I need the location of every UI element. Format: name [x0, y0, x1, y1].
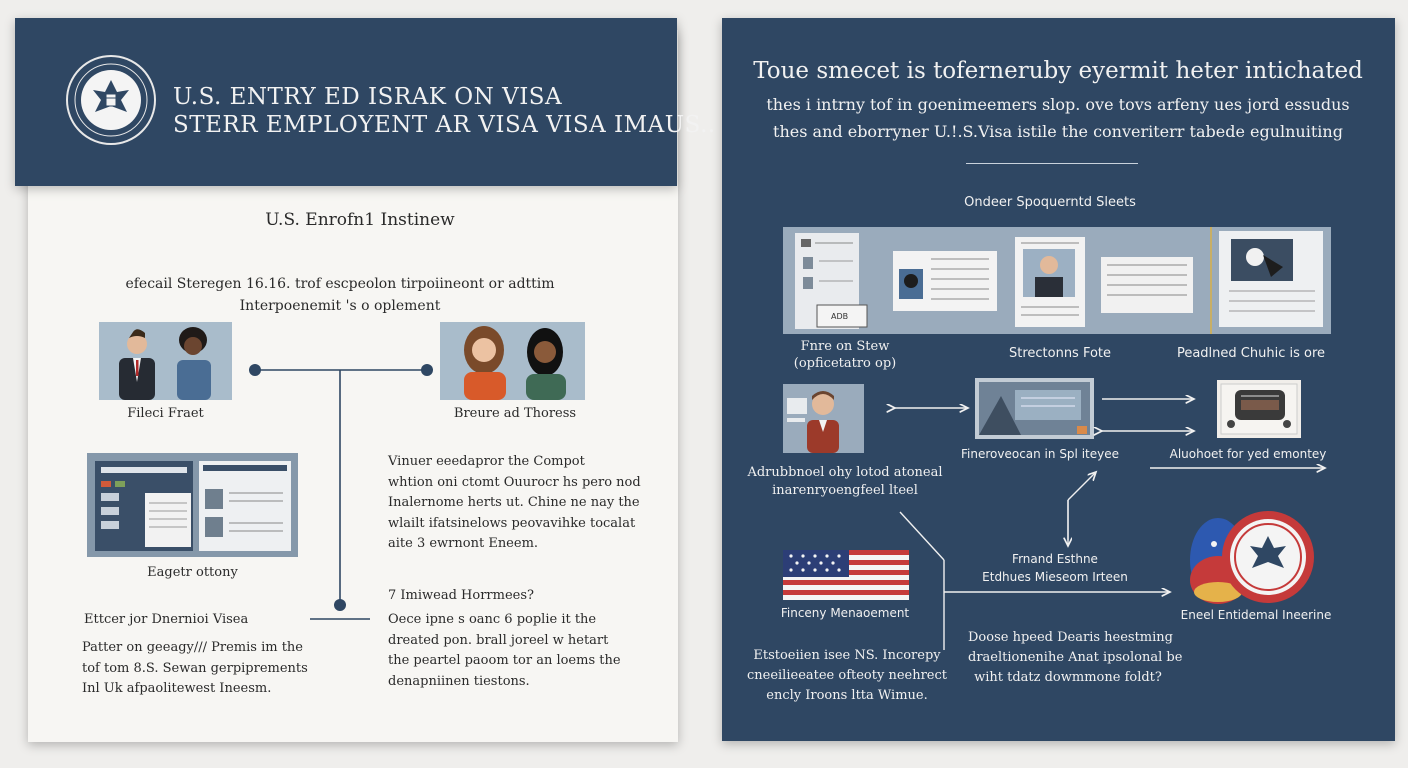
paragraph-line: tof tom 8.S. Sewan gerpiprements	[82, 660, 308, 676]
header-line-2: STERR EMPLOYENT AR VISA VISA IMAUS..	[173, 112, 716, 138]
person-label-2: inarenryoengfeel lteel	[772, 483, 918, 498]
document-screen-illustration	[87, 453, 298, 557]
paragraph-line: Vinuer eeedapror the Compot	[388, 454, 585, 469]
right-subtitle-1: thes i intrny tof in goenimeemers slop. …	[766, 95, 1350, 114]
paragraph-line: denapniinen tiestons.	[388, 673, 530, 689]
screen-illustration	[975, 378, 1094, 439]
person-icon	[787, 391, 839, 453]
paragraph-line: dreated pon. brall joreel w hetart	[388, 632, 609, 648]
steps-strip: ADB	[783, 227, 1331, 334]
briefcase-icon	[1220, 383, 1298, 435]
bottom-left-title: Ettcer jor Dnernioi Visea	[84, 612, 249, 627]
document-icon	[95, 461, 291, 551]
seal-label: Eneel Entidemal Ineerine	[1180, 608, 1332, 622]
steps-strip-illustration: ADB	[795, 227, 1323, 334]
paragraph-line: the peartel paoom tor an loems the	[388, 653, 621, 668]
intro-line-2: Interpoenemit 's o oplement	[239, 298, 441, 314]
steps-title: Ondeer Spoquerntd Sleets	[964, 195, 1136, 210]
paragraph-line: Oece ipne s oanc 6 poplie it the	[388, 612, 597, 627]
person-illustration	[783, 384, 864, 453]
people-icon	[119, 327, 211, 400]
center-label-2: Etdhues Mieseom Irteen	[982, 570, 1128, 584]
title-divider	[966, 163, 1138, 164]
paragraph-line: cneeilieeatee ofteoty neehrect	[746, 668, 948, 683]
intro-line-1: efecail Steregen 16.16. trof escpeolon t…	[125, 276, 555, 292]
strip-label-a1: Fnre on Stew	[800, 339, 890, 354]
flag-icon	[783, 550, 909, 600]
screen-label: Fineroveocan in Spl iteyee	[961, 447, 1119, 461]
paragraph-line: Inalernome herts ut. Chine ne nay the	[388, 495, 640, 510]
left-header-banner: U.S. ENTRY ED ISRAK ON VISA STERR EMPLOY…	[15, 18, 715, 186]
flag-label: Finceny Menaoement	[780, 606, 910, 620]
photo-two-people-1	[99, 322, 232, 400]
monitor-icon	[979, 382, 1090, 435]
paragraph-line: aite 3 ewrnont Eneem.	[388, 536, 539, 551]
paragraph-line: Inl Uk afpaolitewest Ineesm.	[82, 681, 272, 696]
center-label-1: Frnand Esthne	[1012, 552, 1098, 566]
paragraph-line: wiht tdatz dowmmone foldt?	[974, 670, 1162, 685]
bottom-left-paragraph: Patter on geeagy/// Premis im the tof to…	[82, 638, 308, 700]
us-flag-illustration	[783, 550, 909, 600]
right-subtitle-2: thes and eborryner U.!.S.Visa istile the…	[773, 122, 1343, 141]
strip-label-a2: (opficetatro op)	[793, 356, 897, 371]
seal-icon	[1190, 511, 1314, 604]
bottom-right-title: 7 Imiwead Horrmees?	[388, 588, 534, 603]
strip-label-c: Peadlned Chuhic is ore	[1176, 346, 1326, 361]
paragraph-line: wlailt ifatsinelows peovavihke tocalat	[388, 515, 636, 531]
node-label-second: Breure ad Thoress	[453, 406, 577, 421]
us-seal-icon	[66, 55, 156, 145]
paragraph-line: Etstoeiien isee NS. Incorepy	[753, 648, 941, 663]
photo-two-women	[440, 322, 585, 400]
header-line-1: U.S. ENTRY ED ISRAK ON VISA	[173, 84, 563, 110]
person-label-1: Adrubbnoel ohy lotod atoneal	[747, 465, 943, 480]
people-icon	[464, 326, 566, 400]
right-bottom-right-paragraph: Doose hpeed Dearis heestming draeltionen…	[968, 628, 1183, 688]
box-illustration	[1217, 380, 1301, 438]
seal-illustration	[1188, 510, 1324, 606]
paragraph-line: Patter on geeagy/// Premis im the	[82, 640, 303, 655]
node-label-docs: Eagetr ottony	[147, 565, 238, 580]
strip-label-b: Strectonns Fote	[1008, 346, 1112, 361]
paragraph-line: whtion oni ctomt Ouurocr hs pero nod	[388, 474, 641, 490]
bottom-right-paragraph: Oece ipne s oanc 6 poplie it the dreated…	[388, 610, 621, 692]
right-title: Toue smecet is toferneruby eyermit heter…	[753, 58, 1363, 84]
paragraph-line: Doose hpeed Dearis heestming	[968, 630, 1173, 645]
box-label: Aluohoet for yed emontey	[1169, 447, 1327, 461]
right-bottom-left-paragraph: Etstoeiien isee NS. Incorepy cneeilieeat…	[742, 646, 952, 706]
paragraph-line: draeltionenihe Anat ipsolonal be	[968, 650, 1183, 665]
section-title: U.S. Enrofn1 Instinew	[265, 210, 455, 230]
svg-text:ADB: ADB	[831, 312, 848, 321]
left-flow-connectors	[249, 364, 433, 620]
paragraph-line: encly Iroons ltta Wimue.	[766, 688, 928, 703]
node-label-first: Fileci Fraet	[127, 406, 204, 421]
left-right-paragraph: Vinuer eeedapror the Compot whtion oni c…	[388, 452, 641, 555]
